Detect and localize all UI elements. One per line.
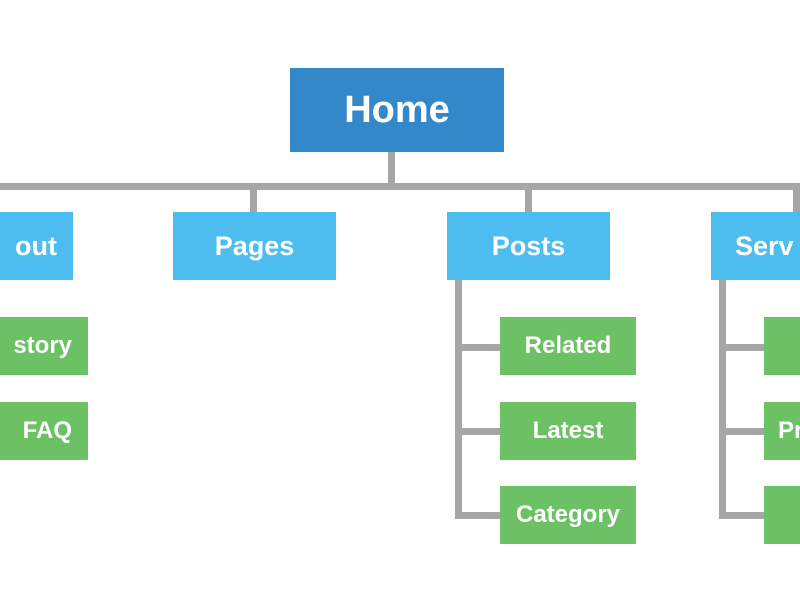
posts-node-label: Posts bbox=[491, 230, 566, 261]
pages-node-label: Pages bbox=[214, 230, 295, 261]
services-child-1 bbox=[764, 317, 800, 375]
connector-posts-drop bbox=[525, 186, 532, 212]
connector-services-drop bbox=[793, 186, 800, 212]
posts-node: Posts bbox=[447, 212, 610, 280]
connector-pages-drop bbox=[250, 186, 257, 212]
connector-posts-branch-2 bbox=[455, 428, 501, 435]
home-node: Home bbox=[290, 68, 504, 152]
connector-services-branch-1 bbox=[719, 344, 765, 351]
about-child-history: story bbox=[0, 317, 88, 375]
posts-child-latest-label: Latest bbox=[532, 417, 604, 444]
connector-posts-branch-3 bbox=[455, 512, 501, 519]
posts-child-related: Related bbox=[500, 317, 636, 375]
posts-child-category: Category bbox=[500, 486, 636, 544]
connector-horizontal-bar bbox=[0, 183, 800, 190]
about-child-faq-label: FAQ bbox=[22, 417, 72, 444]
connector-services-branch-2 bbox=[719, 428, 765, 435]
services-node-label: Serv bbox=[735, 230, 794, 261]
connector-services-branch-3 bbox=[719, 512, 765, 519]
about-node-label: out bbox=[15, 230, 57, 261]
services-child-3 bbox=[764, 486, 800, 544]
services-child-2-label: Pr bbox=[778, 417, 800, 444]
connector-services-spine bbox=[719, 280, 726, 517]
posts-child-latest: Latest bbox=[500, 402, 636, 460]
services-node: Serv bbox=[711, 212, 800, 280]
posts-child-category-label: Category bbox=[515, 501, 621, 528]
about-node: out bbox=[0, 212, 73, 280]
services-child-2: Pr bbox=[764, 402, 800, 460]
about-child-history-label: story bbox=[13, 332, 72, 359]
pages-node: Pages bbox=[173, 212, 336, 280]
connector-posts-spine bbox=[455, 280, 462, 517]
about-child-faq: FAQ bbox=[0, 402, 88, 460]
connector-posts-branch-1 bbox=[455, 344, 501, 351]
home-node-label: Home bbox=[344, 88, 450, 131]
posts-child-related-label: Related bbox=[524, 332, 612, 359]
connector-root-down bbox=[388, 152, 395, 186]
